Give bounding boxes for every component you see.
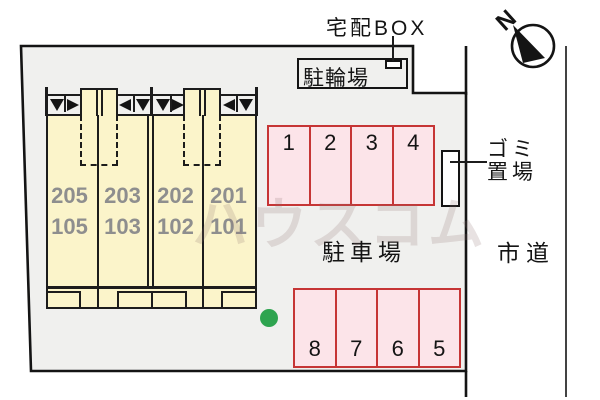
parking-space-8-label: 8 xyxy=(308,336,321,361)
parking-space-1: 1 xyxy=(269,127,311,204)
porch-4 xyxy=(221,291,257,309)
garbage-label: ゴミ 置場 xyxy=(487,138,537,184)
unit-101: 101 xyxy=(210,214,247,239)
tower-right-wall-a xyxy=(199,88,201,116)
bicycle-parking-label: 駐輪場 xyxy=(303,67,369,90)
parking-row-upper: 1 2 3 4 xyxy=(267,125,435,206)
arrow-down-3 xyxy=(156,99,170,111)
garbage-label-line2: 置場 xyxy=(487,161,537,184)
arrow-left-1 xyxy=(119,99,131,111)
parking-space-7: 7 xyxy=(337,290,378,366)
unit-201: 201 xyxy=(210,183,247,208)
unit-102: 102 xyxy=(157,214,194,239)
tree-dot xyxy=(260,309,278,327)
unit-wall-2b xyxy=(152,115,154,288)
parking-space-3: 3 xyxy=(352,127,394,204)
parking-row-lower: 8 7 6 5 xyxy=(293,288,461,368)
arrow-sep-3 xyxy=(170,96,172,112)
arrow-right-1 xyxy=(67,99,79,111)
arrow-sep-1 xyxy=(64,96,66,112)
arrow-down-4 xyxy=(239,99,253,111)
tower-left-wall-a xyxy=(96,88,98,116)
delivery-box-label: 宅配BOX xyxy=(326,17,428,40)
parking-space-1-label: 1 xyxy=(282,130,295,155)
stairwell-dashed-left xyxy=(80,115,118,166)
compass: N xyxy=(491,5,556,69)
unit-wall-1 xyxy=(97,115,99,288)
arrow-sep-2 xyxy=(133,96,135,112)
bay-line-1 xyxy=(46,94,81,96)
tick-left xyxy=(45,87,48,116)
compass-needle xyxy=(513,25,545,63)
garbage-leader xyxy=(450,161,487,163)
arrow-down-1 xyxy=(50,99,64,111)
parking-space-6: 6 xyxy=(378,290,420,366)
stair-tower-right xyxy=(183,88,221,117)
porch-3 xyxy=(151,291,187,309)
porch-2 xyxy=(117,291,153,309)
unit-203: 203 xyxy=(104,183,141,208)
stair-tower-left xyxy=(80,88,118,117)
unit-202: 202 xyxy=(157,183,194,208)
parking-space-2-label: 2 xyxy=(324,130,337,155)
arrow-sep-4 xyxy=(236,96,238,112)
parking-space-4-label: 4 xyxy=(407,130,420,155)
unit-103: 103 xyxy=(104,214,141,239)
unit-numbers-2f: 205 203 202 201 xyxy=(43,183,255,208)
tower-right-wall-b xyxy=(204,88,206,116)
parking-space-8: 8 xyxy=(295,290,337,366)
strip-wall-2 xyxy=(202,287,204,309)
tower-left-wall-b xyxy=(101,88,103,116)
arrow-left-2 xyxy=(223,99,235,111)
porch-1 xyxy=(46,291,81,309)
parking-space-7-label: 7 xyxy=(350,336,363,361)
parking-space-3-label: 3 xyxy=(365,130,378,155)
strip-wall-1 xyxy=(97,287,99,309)
garbage-box xyxy=(441,150,460,207)
delivery-box-marker xyxy=(385,60,402,69)
delivery-box-leader xyxy=(392,36,394,61)
arrow-down-2 xyxy=(136,99,150,111)
garbage-label-line1: ゴミ xyxy=(487,138,537,161)
parking-space-2: 2 xyxy=(311,127,352,204)
parking-space-5: 5 xyxy=(420,290,460,366)
parking-space-4: 4 xyxy=(394,127,434,204)
unit-205: 205 xyxy=(51,183,88,208)
unit-wall-3 xyxy=(202,115,204,288)
unit-wall-2a xyxy=(147,115,149,288)
parking-space-5-label: 5 xyxy=(433,336,446,361)
tick-right xyxy=(255,87,258,116)
tick-center xyxy=(150,87,153,116)
bay-line-3 xyxy=(220,94,256,96)
city-road-label: 市道 xyxy=(497,240,555,266)
unit-105: 105 xyxy=(51,214,88,239)
bicycle-parking-box xyxy=(297,58,408,89)
arrow-right-2 xyxy=(172,99,184,111)
unit-numbers-1f: 105 103 102 101 xyxy=(43,214,255,239)
parking-area-label: 駐車場 xyxy=(322,239,406,265)
parking-space-6-label: 6 xyxy=(391,336,404,361)
